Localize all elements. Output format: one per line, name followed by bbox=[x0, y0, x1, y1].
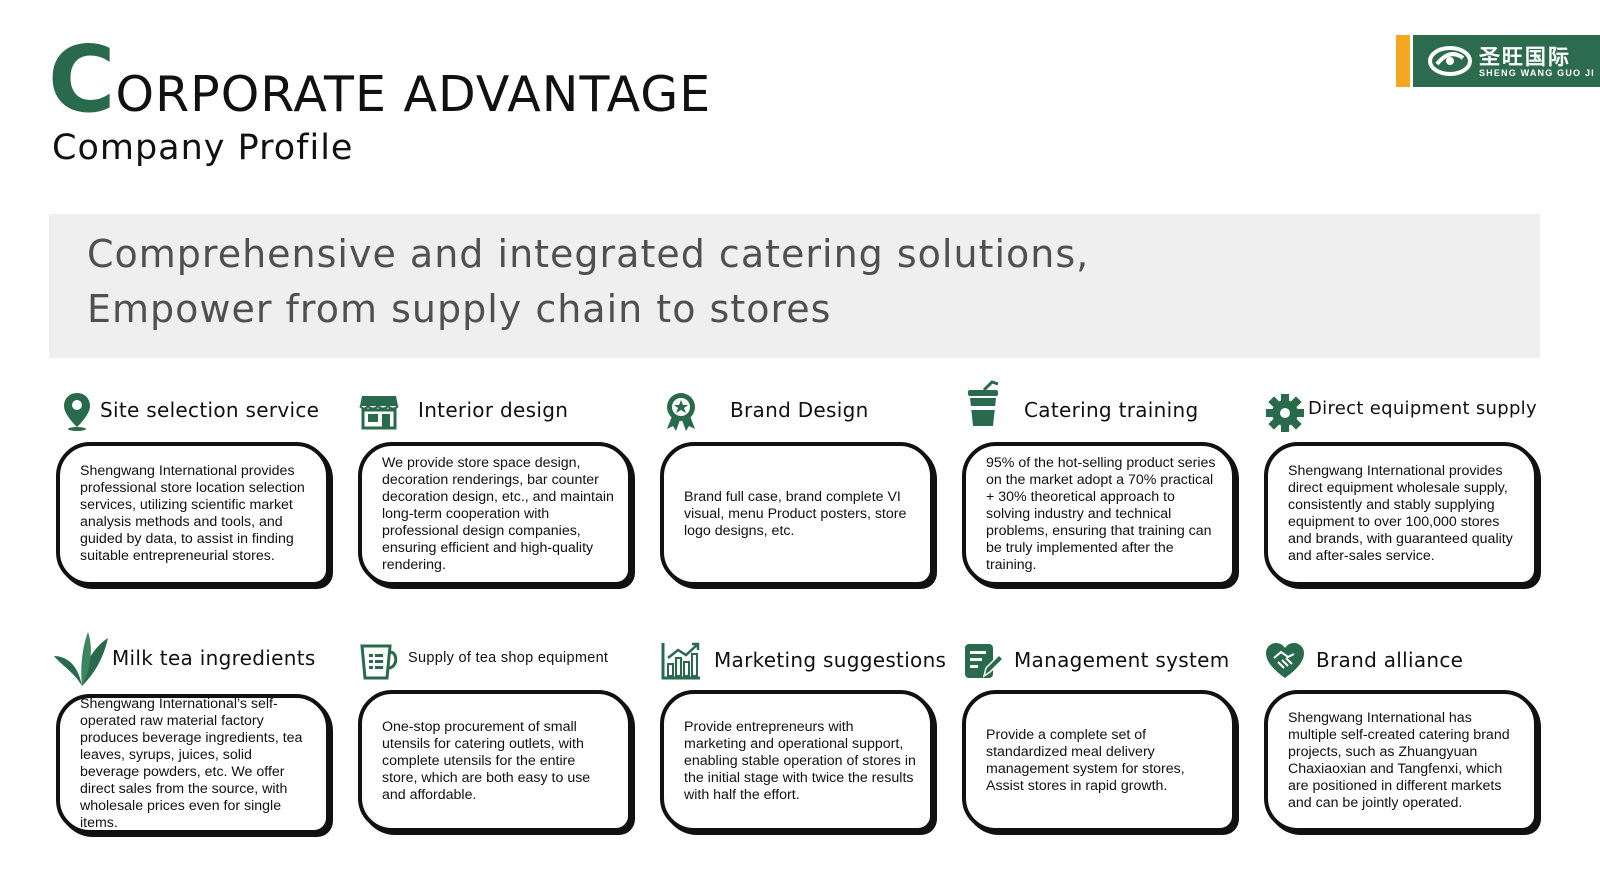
service-description: Shengwang International provides direct … bbox=[1288, 463, 1513, 564]
gear-icon bbox=[1266, 394, 1304, 432]
logo-plate: 圣旺国际 SHENG WANG GUO JI bbox=[1412, 35, 1600, 87]
slogan-line-2: Empower from supply chain to stores bbox=[87, 287, 832, 331]
service-description: One-stop procurement of small utensils f… bbox=[382, 718, 591, 803]
drink-cup-icon bbox=[968, 380, 999, 426]
equipment-jug-icon bbox=[360, 644, 398, 680]
page-subtitle: Company Profile bbox=[52, 128, 354, 168]
service-label: Brand alliance bbox=[1316, 648, 1464, 672]
clipboard-edit-icon bbox=[965, 644, 1004, 678]
service-card: Brand full case, brand complete VI visua… bbox=[660, 442, 934, 586]
service-card: Shengwang International has multiple sel… bbox=[1264, 690, 1538, 832]
service-card: Provide a complete set of standardized m… bbox=[962, 690, 1236, 832]
service-card: 95% of the hot-selling product series on… bbox=[962, 442, 1236, 586]
service-description: Provide a complete set of standardized m… bbox=[986, 727, 1185, 794]
service-card: Shengwang International provides direct … bbox=[1264, 442, 1538, 586]
bar-chart-icon bbox=[661, 642, 700, 680]
service-description: Shengwang International has multiple sel… bbox=[1288, 710, 1510, 811]
service-label: Direct equipment supply bbox=[1308, 398, 1537, 419]
service-description: 95% of the hot-selling product series on… bbox=[986, 454, 1216, 573]
service-label: Brand Design bbox=[730, 398, 869, 422]
brand-logo: 圣旺国际 SHENG WANG GUO JI bbox=[1396, 35, 1600, 87]
service-description: Shengwang International provides profess… bbox=[80, 463, 305, 564]
service-card: Shengwang International provides profess… bbox=[56, 442, 330, 586]
service-description: We provide store space design, decoratio… bbox=[382, 454, 614, 573]
logo-english-text: SHENG WANG GUO JI bbox=[1478, 68, 1595, 78]
service-card: One-stop procurement of small utensils f… bbox=[358, 690, 632, 832]
title-initial: C bbox=[48, 26, 116, 133]
slogan-banner: Comprehensive and integrated catering so… bbox=[49, 214, 1540, 358]
service-label: Management system bbox=[1014, 648, 1230, 672]
page-title: CORPORATE ADVANTAGE bbox=[48, 34, 711, 126]
service-description: Brand full case, brand complete VI visua… bbox=[684, 488, 907, 539]
title-text: ORPORATE ADVANTAGE bbox=[115, 66, 712, 123]
service-label: Supply of tea shop equipment bbox=[408, 650, 609, 666]
service-description: Shengwang International’s self-operated … bbox=[80, 696, 303, 831]
service-label: Interior design bbox=[418, 398, 569, 422]
location-pin-icon bbox=[64, 393, 90, 431]
service-label: Marketing suggestions bbox=[714, 648, 947, 672]
service-description: Provide entrepreneurs with marketing and… bbox=[684, 718, 916, 803]
logo-chinese-text: 圣旺国际 bbox=[1478, 45, 1571, 69]
handshake-heart-icon bbox=[1266, 643, 1304, 678]
logo-swirl-icon bbox=[1427, 46, 1472, 76]
service-label: Catering training bbox=[1024, 398, 1199, 422]
service-card: Shengwang International’s self-operated … bbox=[56, 694, 330, 834]
service-card: Provide entrepreneurs with marketing and… bbox=[660, 690, 934, 832]
service-card: We provide store space design, decoratio… bbox=[358, 442, 632, 586]
service-label: Site selection service bbox=[100, 398, 320, 422]
award-badge-icon bbox=[667, 393, 695, 431]
storefront-icon bbox=[359, 396, 399, 430]
service-label: Milk tea ingredients bbox=[112, 646, 316, 670]
tea-leaf-icon bbox=[54, 632, 108, 686]
slogan-line-1: Comprehensive and integrated catering so… bbox=[87, 232, 1090, 276]
logo-accent-bar bbox=[1396, 35, 1410, 87]
